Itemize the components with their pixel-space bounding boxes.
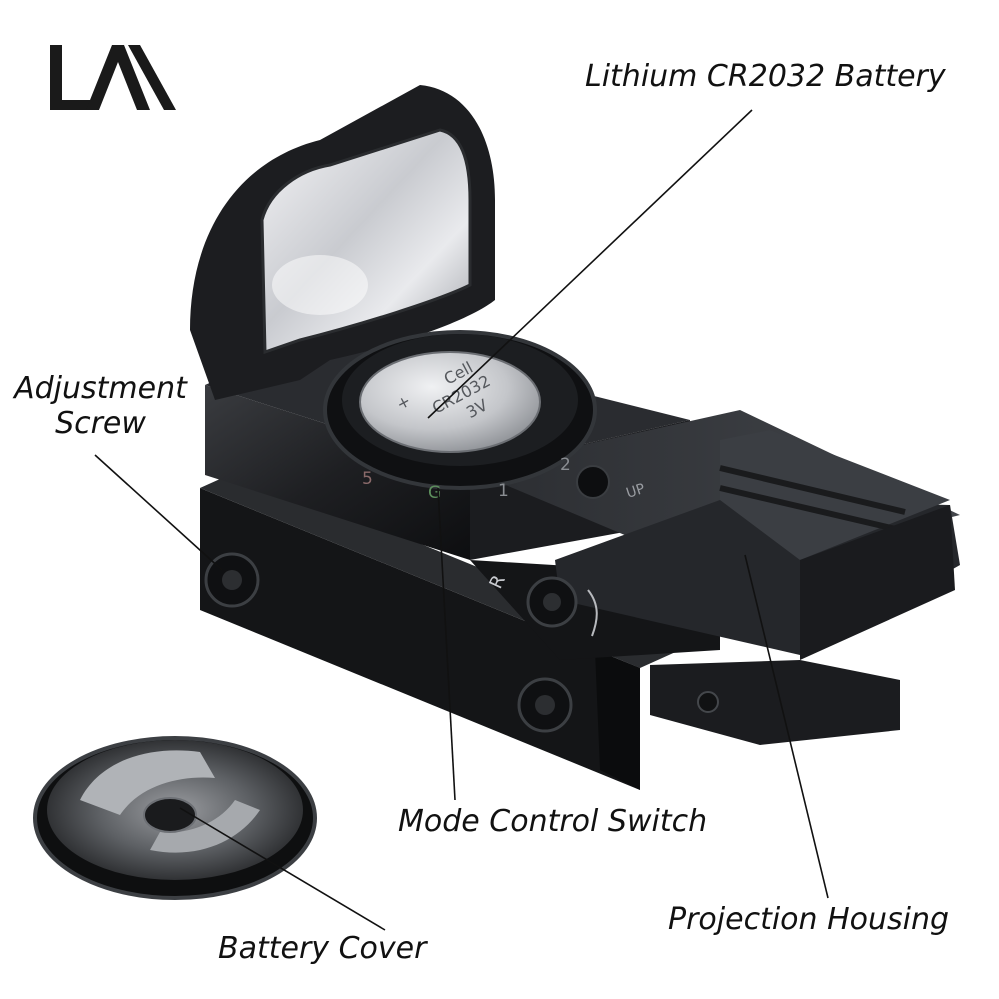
cr2032-battery	[359, 351, 541, 453]
hex-screw-icon	[576, 465, 610, 499]
battery-compartment: + Cell CR2032 3V 5 G 1 2	[323, 330, 597, 503]
battery-cover-callout-label: Battery Cover	[218, 931, 427, 966]
sight-hood	[190, 85, 495, 400]
mount-lever-screw-icon	[697, 691, 719, 713]
adjustment-callout-line2: Screw	[55, 405, 146, 441]
rotation-arrow-icon	[587, 589, 598, 637]
mode-switch-callout-label: Mode Control Switch	[398, 804, 708, 839]
projection-housing	[555, 430, 960, 745]
adjustment-callout-line1: Adjustment	[14, 371, 187, 406]
dial-5-text: 5	[362, 469, 373, 489]
battery-cover	[33, 736, 317, 900]
dial-1-text: 1	[498, 481, 509, 501]
dial-2-text: 2	[560, 455, 571, 475]
brand-logo	[50, 45, 176, 110]
battery-callout-label: Lithium CR2032 Battery	[585, 59, 946, 94]
callout-lines	[94, 109, 829, 931]
adjustment-screw-callout-label: Adjustment Screw	[8, 371, 193, 441]
up-marking-text: UP	[624, 481, 647, 502]
projection-housing-callout-label: Projection Housing	[668, 902, 950, 937]
